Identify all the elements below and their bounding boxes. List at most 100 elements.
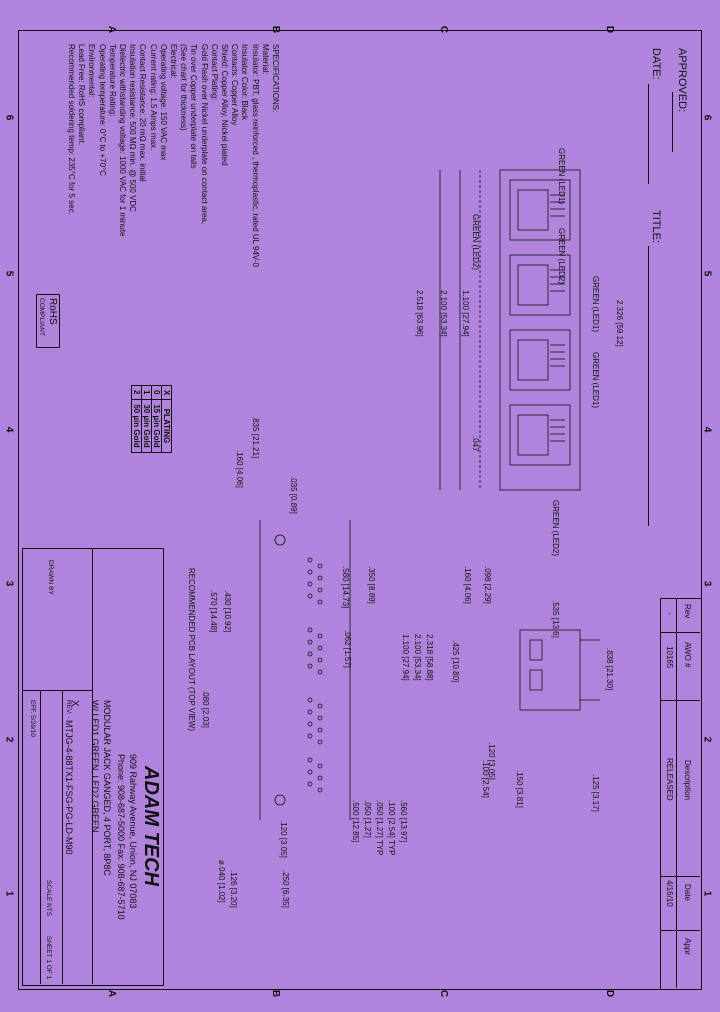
date-line xyxy=(648,84,649,184)
title-block xyxy=(22,548,164,986)
date-header: Date xyxy=(683,884,692,901)
grid-num-1: 1 xyxy=(3,890,15,897)
approved-label: APPROVED: xyxy=(676,48,688,113)
grid-num-2: 2 xyxy=(3,736,15,743)
specification-line: Electrical: xyxy=(169,44,178,79)
dim-125: .125 [3.17] xyxy=(591,774,600,812)
awo-value: 10165 xyxy=(665,646,674,669)
led1-label-a: GREEN (LED1) xyxy=(557,148,566,205)
dim-100-typ: .100 [2.54] TYP xyxy=(387,800,396,856)
specification-line: Dielectric withstanding voltage: 1000 VA… xyxy=(118,44,127,237)
grid-num-3-right: 3 xyxy=(701,580,713,587)
dim-570: .570 [14.48] xyxy=(209,590,218,633)
specification-line: Current rating: 1.5 Amps max. xyxy=(148,44,158,151)
date-value: 4/16/10 xyxy=(665,880,674,907)
grid-num-6-right: 6 xyxy=(701,114,713,121)
connector-front-view xyxy=(439,169,581,491)
dim-425: .425 [10.80] xyxy=(451,640,460,683)
led1-label-c: GREEN (LED1) xyxy=(591,352,600,409)
dim-1100b: 1.100 [27.94] xyxy=(401,634,410,681)
port-4 xyxy=(509,404,571,466)
grid-letter-b-bottom: B xyxy=(270,989,282,998)
part-number: MTJG-4-88TX1-FSG-PG-LD-M90 xyxy=(64,720,74,855)
specification-line: (See chart for thickness) xyxy=(179,44,189,131)
plating-row-1-x: 1 xyxy=(141,385,152,400)
rohs-label: RoHS xyxy=(47,298,58,325)
drawn-by: DRAWN BY xyxy=(47,560,54,595)
connector-side-view xyxy=(519,629,600,711)
mount-hole-2 xyxy=(274,794,286,806)
specification-line: Operating temperature: 0°C to +70°C xyxy=(97,44,107,177)
pin-row-2 xyxy=(307,627,323,675)
specification-line: Lead Free: RoHS compliant. xyxy=(77,44,87,145)
grid-letter-a: A xyxy=(106,25,118,34)
sheet-number: SHEET 1 OF 1 xyxy=(45,936,52,980)
specification-line: Contact Plating: xyxy=(209,44,219,101)
dim-side-835: .835 [21.21] xyxy=(251,416,260,459)
plating-col-x: X xyxy=(161,385,172,400)
effective-date: EFF. 5/26/10 xyxy=(29,700,36,737)
specification-line: Operating voltage: 150 VAC max xyxy=(158,44,168,161)
pin-row-4 xyxy=(307,757,323,793)
grid-num-6: 6 xyxy=(3,114,15,121)
port-3 xyxy=(509,329,571,391)
rohs-box xyxy=(36,294,60,348)
description-value: RELEASED xyxy=(665,758,674,801)
grid-letter-d: D xyxy=(604,25,616,34)
specification-line: Tin over Copper underplate on tails xyxy=(189,44,199,169)
specification-line: Material: xyxy=(260,44,270,75)
plating-row-0-x: 0 xyxy=(151,385,162,400)
specification-line: Environmental: xyxy=(87,44,97,98)
dim-2318: 2.318 [58.88] xyxy=(425,634,434,681)
specification-line: Shield: Copper Alloy, Nickel plated xyxy=(220,44,229,166)
title-line-1: MODULAR JACK GANGED, 4 PORT, 8P8C xyxy=(102,700,112,876)
plating-row-1-value: 30 µin Gold xyxy=(141,399,152,453)
plating-row-2-x: 2 xyxy=(131,385,142,400)
grid-letter-a-bottom: A xyxy=(106,989,118,998)
port-1 xyxy=(509,179,571,241)
dim-047: .047 xyxy=(471,436,480,452)
dim-560: .560 [13.97] xyxy=(399,800,408,843)
scale: SCALE NTS xyxy=(45,880,52,917)
dim-pitch: 1.100 [27.94] xyxy=(461,290,470,337)
pin-row-1 xyxy=(307,557,323,605)
grid-letter-d-bottom: D xyxy=(604,989,616,998)
dim-120b: .120 [3.05] xyxy=(279,820,288,858)
specification-line: Recommended soldering temp: 235°C for 5 … xyxy=(67,44,76,215)
grid-num-2-right: 2 xyxy=(701,736,713,743)
mount-hole-1 xyxy=(274,534,286,546)
rohs-compliant-label: COMPLIANT xyxy=(38,298,45,336)
dim-2100b: 2.100 [53.34] xyxy=(413,634,422,681)
title-line xyxy=(648,246,649,526)
dim-080: .080 [2.03] xyxy=(201,690,210,728)
grid-num-3: 3 xyxy=(3,580,15,587)
led1-label-b: GREEN (LED1) xyxy=(591,276,600,333)
description-header: Description xyxy=(683,760,692,801)
led2-label-b: GREEN (LED2) xyxy=(471,214,480,271)
specification-line: Insulator: PBT, glass reinforced , therm… xyxy=(250,44,260,267)
dim-span: 2.100 [53.34] xyxy=(439,290,448,337)
grid-num-5: 5 xyxy=(3,270,15,277)
specification-line: Temperature Rating: xyxy=(107,44,117,117)
dim-160b: .160 [4.06] xyxy=(463,566,472,604)
dim-040-dia: ø.040 [1.02] xyxy=(217,860,226,903)
dim-250: .250 [6.35] xyxy=(281,870,290,908)
dim-side-035: .035 [0.89] xyxy=(289,476,298,514)
specification-line: Contacts: Copper Alloy xyxy=(230,44,240,126)
dim-side-160: .160 [4.06] xyxy=(235,450,244,488)
sheet-border xyxy=(18,30,702,990)
grid-letter-c-bottom: C xyxy=(438,989,450,998)
plating-col-plating: PLATING xyxy=(161,399,172,453)
connector-body xyxy=(499,169,581,491)
grid-num-4: 4 xyxy=(3,426,15,433)
dim-430: .430 [10.92] xyxy=(223,590,232,633)
specification-line: Contact Resistance: 20 mΩ max. initial xyxy=(138,44,148,182)
led2-label-a: GREEN (LED2) xyxy=(557,228,566,285)
dim-outer: 2.518 [63.96] xyxy=(415,290,424,337)
approved-line xyxy=(672,92,673,152)
company-name: ADAM TECH xyxy=(140,766,162,886)
rev-marker: REV. - xyxy=(65,700,72,719)
specifications-heading: SPECIFICATIONS: xyxy=(271,44,280,113)
specification-line: Insulator Color: Black xyxy=(240,44,250,121)
